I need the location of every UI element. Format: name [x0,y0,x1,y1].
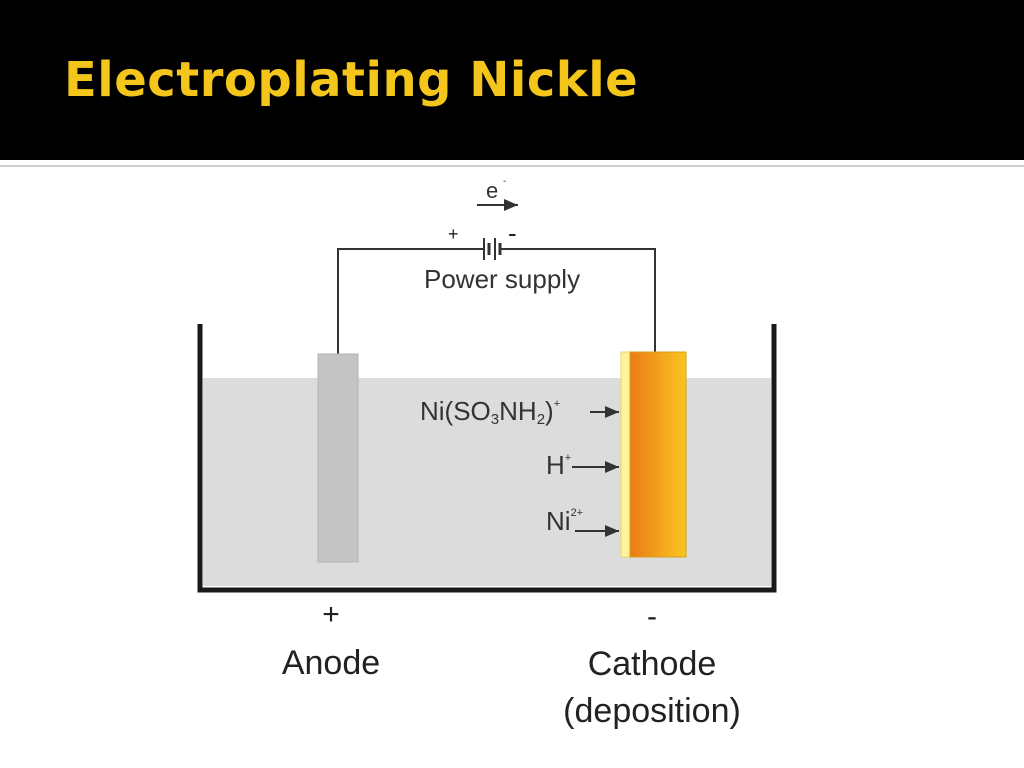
ion-text: ) [545,396,554,426]
circuit-wire [337,248,656,354]
ion-nickel-sulfamate: Ni(SO3NH2)+ [420,396,619,428]
svg-text:H+: H+ [546,450,571,480]
cathode-sublabel: (deposition) [563,692,741,730]
anode-label: Anode [282,644,380,682]
ion-subscript: 2 [537,411,545,428]
ion-text: H [546,450,565,480]
ion-hydrogen: H+ [546,450,619,480]
ion-text: Ni(SO [420,396,491,426]
electron-label: e [486,178,498,203]
supply-minus-sign: - [508,218,517,248]
anode-sign: + [322,598,340,631]
battery-icon [476,238,508,260]
ion-text: Ni [546,506,571,536]
anode-electrode [317,353,359,563]
deposit-layer [620,351,631,558]
cathode-sign: - [647,600,657,633]
electron-charge: - [503,176,506,187]
title-bar: Electroplating Nickle [0,0,1024,160]
ion-charge: 2+ [571,507,584,519]
ion-charge: + [554,398,560,410]
tank [197,324,777,593]
cathode-electrode [629,351,687,558]
slide-title: Electroplating Nickle [64,52,639,108]
svg-text:Ni2+: Ni2+ [546,506,583,536]
ion-charge: + [565,452,571,464]
ion-nickel: Ni2+ [546,506,619,537]
ion-subscript: 3 [491,411,499,428]
power-supply: + - Power supply [424,218,580,294]
ion-text: NH [499,396,537,426]
title-divider [0,165,1024,167]
supply-plus-sign: + [448,224,459,244]
electron-flow: e - [477,176,518,211]
svg-text:Ni(SO3NH2)+: Ni(SO3NH2)+ [420,396,560,428]
cathode-label: Cathode [588,645,717,683]
power-supply-label: Power supply [424,264,580,294]
